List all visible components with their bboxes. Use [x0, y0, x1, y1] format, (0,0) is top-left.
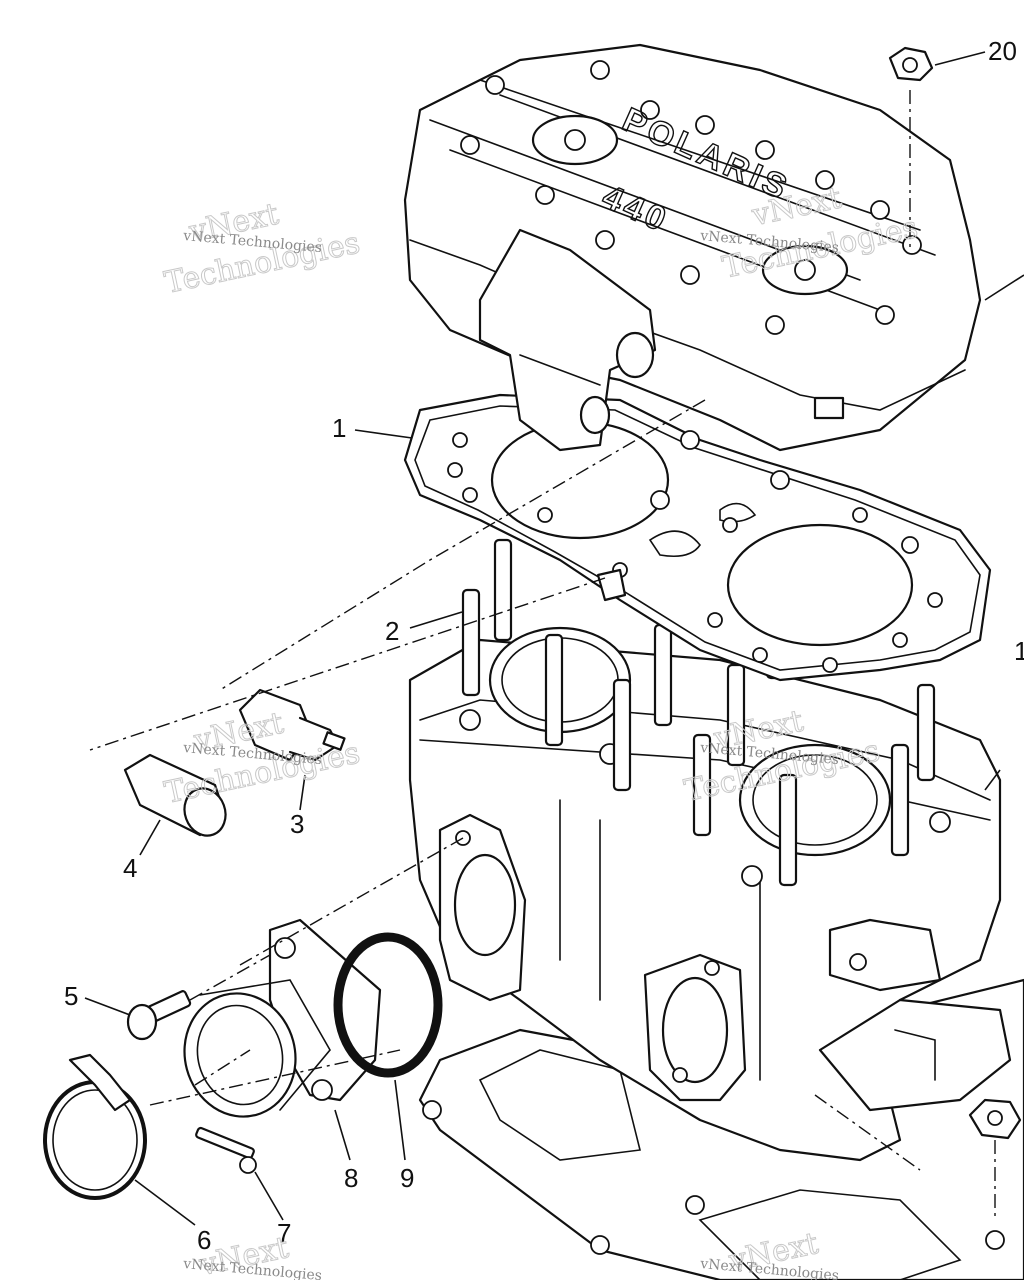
callouts: 20 1 2 3 4 5 6 7 8 9 1: [64, 36, 1024, 1255]
o-ring: [333, 932, 443, 1078]
clamp-screw: [195, 1126, 257, 1174]
assembly-lines: [89, 90, 996, 1220]
callout-2: 2: [385, 616, 399, 646]
callout-3: 3: [290, 809, 304, 839]
cover-nut: [888, 46, 934, 82]
leader-lines: [84, 51, 1024, 1226]
callout-6: 6: [197, 1225, 211, 1255]
plug: [123, 753, 227, 837]
screw: [126, 990, 192, 1041]
callout-8: 8: [344, 1163, 358, 1193]
callout-1: 1: [332, 413, 346, 443]
callout-4: 4: [123, 853, 137, 883]
head-gasket: [403, 393, 992, 682]
temperature-sensor: [238, 688, 346, 762]
callout-5: 5: [64, 981, 78, 1011]
intake-adapter: [183, 918, 382, 1118]
callout-9: 9: [400, 1163, 414, 1193]
bottom-nut: [968, 1098, 1022, 1140]
callout-edge-1: 1: [1014, 636, 1024, 666]
cylinder-block: [408, 626, 1012, 1162]
hose-clamp: [43, 1053, 147, 1200]
cylinder-head-cover: POLARIS 440: [403, 43, 982, 452]
callout-7: 7: [277, 1218, 291, 1248]
callout-20: 20: [988, 36, 1017, 66]
